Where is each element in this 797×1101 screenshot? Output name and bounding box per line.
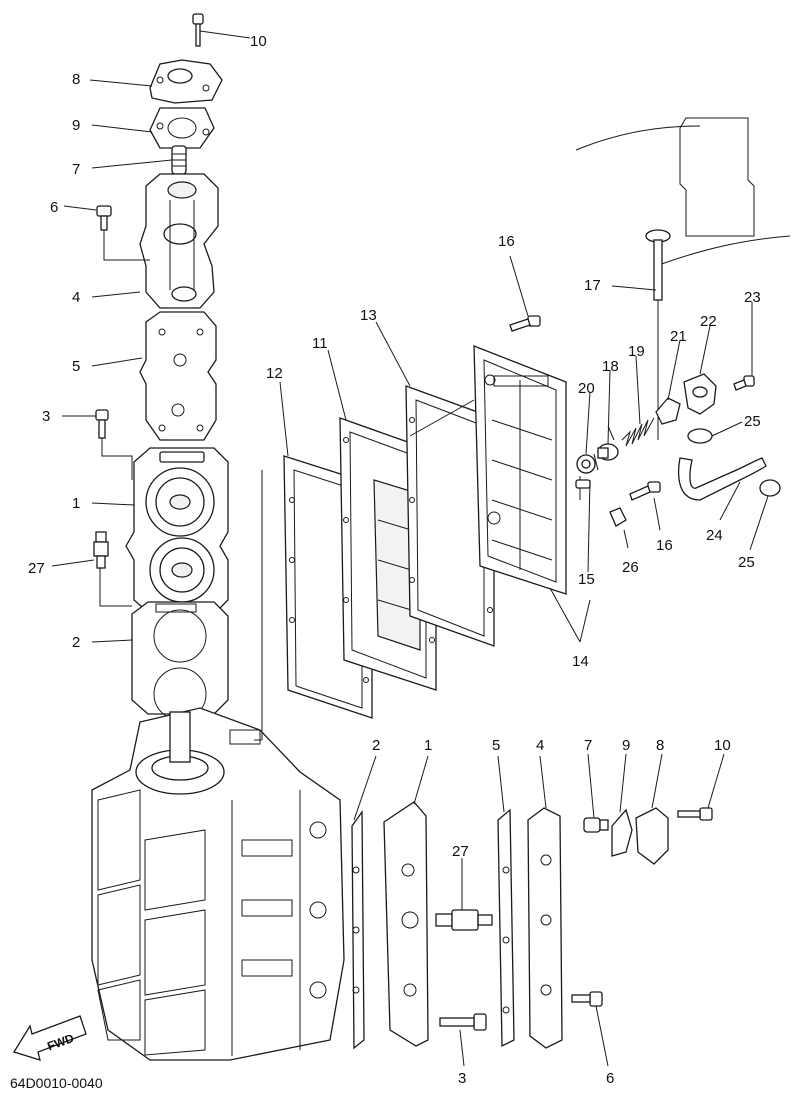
- part-thermostat-7: [171, 145, 187, 175]
- part-spring-19: [621, 417, 655, 447]
- callout-11: 11: [312, 335, 328, 352]
- callout-25-lower: 25: [738, 554, 755, 571]
- part-cylinder-head-1-side: [383, 801, 429, 1047]
- part-spark-plug-27-side: [435, 909, 493, 931]
- callout-9-top: 9: [72, 117, 80, 134]
- callout-9-bottom: 9: [622, 737, 630, 754]
- callout-17: 17: [584, 277, 601, 294]
- part-hose-24: [677, 457, 767, 501]
- part-gasket-5: [139, 311, 217, 441]
- part-dipstick-17: [645, 229, 671, 440]
- callout-21: 21: [670, 328, 687, 345]
- callout-16-lower: 16: [656, 537, 673, 554]
- part-exhaust-outer-14: [473, 345, 567, 595]
- part-gasket-9-side: [611, 808, 633, 857]
- callout-1-top: 1: [72, 495, 80, 512]
- callout-8-bottom: 8: [656, 737, 664, 754]
- left-part-stack: [51, 13, 345, 1061]
- callout-13: 13: [360, 307, 377, 324]
- part-clamp-25-upper: [687, 428, 713, 444]
- callout-4-top: 4: [72, 289, 80, 306]
- callout-20: 20: [578, 380, 595, 397]
- callout-22: 22: [700, 313, 717, 330]
- part-bolt-6-left: [96, 205, 112, 231]
- part-bolt-10-side: [677, 807, 713, 821]
- exhaust-stack: [254, 255, 661, 741]
- callout-2-top: 2: [72, 634, 80, 651]
- callout-27-bottom: 27: [452, 843, 469, 860]
- callout-10-top: 10: [250, 33, 267, 50]
- part-bolt-16-top: [509, 315, 541, 332]
- part-bolt-3-left: [95, 409, 109, 439]
- part-fitting-26: [609, 507, 627, 527]
- callout-5-bottom: 5: [492, 737, 500, 754]
- callout-14: 14: [572, 653, 589, 670]
- callout-labels: 10 8 9 7 6 4 5 3 1 27 2 12 11 13 16 17 2…: [28, 33, 761, 1087]
- callout-8-top: 8: [72, 71, 80, 88]
- part-gasket-9: [149, 107, 215, 149]
- callout-16-top: 16: [498, 233, 515, 250]
- callout-15: 15: [578, 571, 595, 588]
- part-cylinder-head-1: [125, 447, 229, 615]
- callout-7-top: 7: [72, 161, 80, 178]
- part-bolt-10-top: [192, 13, 204, 47]
- part-thermostat-7-side: [583, 817, 609, 833]
- part-cover-8: [149, 59, 223, 104]
- part-head-cover-4-side: [527, 807, 563, 1049]
- callout-24: 24: [706, 527, 723, 544]
- callout-3-bottom: 3: [458, 1070, 466, 1087]
- callout-12: 12: [266, 365, 283, 382]
- part-head-gasket-2: [131, 601, 229, 721]
- callout-27-top: 27: [28, 560, 45, 577]
- callout-25-upper: 25: [744, 413, 761, 430]
- part-bolt-16-lower: [629, 481, 661, 501]
- callout-5-top: 5: [72, 358, 80, 375]
- part-engine-block: [91, 707, 345, 1061]
- callout-26: 26: [622, 559, 639, 576]
- diagram-reference-code: 64D0010-0040: [10, 1075, 103, 1091]
- part-elbow-22: [683, 373, 717, 415]
- callout-4-bottom: 4: [536, 737, 544, 754]
- right-upper-assembly: [575, 117, 791, 551]
- part-head-gasket-2-side: [351, 809, 365, 1050]
- part-cover-8-side: [635, 807, 669, 865]
- part-bolt-3-side: [439, 1013, 487, 1031]
- callout-23: 23: [744, 289, 761, 306]
- bottom-part-row: [351, 753, 725, 1067]
- part-gasket-21: [655, 397, 681, 425]
- callout-6-top: 6: [50, 199, 58, 216]
- callout-10-bottom: 10: [714, 737, 731, 754]
- part-seal-20: [575, 454, 596, 489]
- part-spark-plug-27-left: [93, 531, 109, 569]
- callout-1-bottom: 1: [424, 737, 432, 754]
- forward-direction-arrow: FWD: [13, 1015, 87, 1061]
- part-clamp-25-lower: [759, 479, 781, 497]
- callout-18: 18: [602, 358, 619, 375]
- part-bolt-23: [733, 375, 755, 391]
- callout-6-bottom: 6: [606, 1070, 614, 1087]
- callout-2-bottom: 2: [372, 737, 380, 754]
- callout-19: 19: [628, 343, 645, 360]
- part-bolt-6-side: [571, 991, 603, 1007]
- part-gasket-5-side: [497, 808, 515, 1048]
- part-head-cover-4: [139, 173, 219, 309]
- callout-7-bottom: 7: [584, 737, 592, 754]
- part-valve-18: [597, 443, 619, 461]
- callout-3-top: 3: [42, 408, 50, 425]
